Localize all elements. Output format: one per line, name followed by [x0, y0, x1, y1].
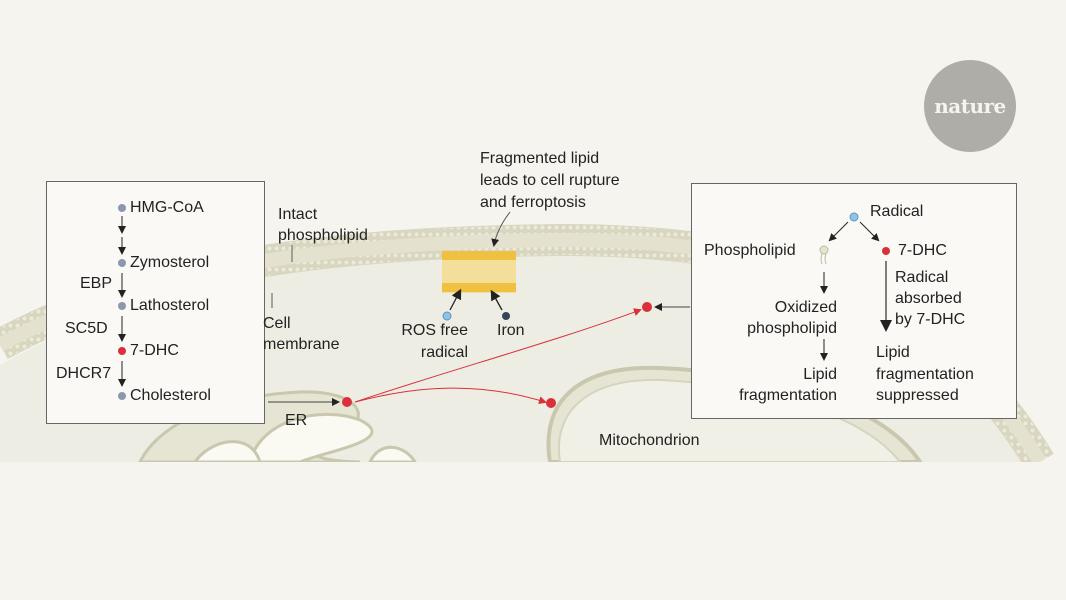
- pathway-step: HMG-CoA: [130, 199, 204, 216]
- mitochondrion-label: Mitochondrion: [599, 432, 700, 449]
- fragmented-label-3: and ferroptosis: [480, 194, 586, 211]
- ros-label-1: ROS free: [401, 322, 468, 339]
- intact-label-1: Intact: [278, 206, 318, 223]
- fragmented-lipid-patch: [442, 251, 516, 293]
- pathway-step: Lathosterol: [130, 297, 210, 314]
- oxidized-label-2: phospholipid: [747, 320, 837, 337]
- pathway-step: Cholesterol: [130, 387, 211, 404]
- pathway-arrows: [118, 204, 126, 400]
- lipid-frag-label-2: fragmentation: [739, 387, 837, 404]
- ros-label-2: radical: [420, 344, 468, 361]
- iron-label: Iron: [497, 322, 525, 339]
- phospholipid-label: Phospholipid: [704, 242, 796, 259]
- fragmented-label-2: leads to cell rupture: [480, 172, 620, 189]
- suppressed-label-2: fragmentation: [876, 366, 974, 383]
- 7dhc-mito-dot: [546, 398, 556, 408]
- er-organelle: [138, 390, 417, 462]
- absorbed-label-1: Radical: [895, 269, 949, 286]
- mechanism-arrows: [819, 212, 892, 361]
- suppressed-label-3: suppressed: [876, 387, 959, 404]
- dhc-label: 7-DHC: [898, 242, 947, 259]
- cell-membrane-label-2: membrane: [263, 336, 340, 353]
- ros-radical-icon: [442, 311, 452, 321]
- cell-membrane-label-1: Cell: [263, 315, 291, 332]
- transport-arrow-to-membrane: [354, 308, 642, 403]
- lipid-frag-label-1: Lipid: [803, 366, 837, 383]
- enzyme-label: DHCR7: [56, 365, 112, 382]
- radical-label: Radical: [870, 203, 924, 220]
- absorbed-label-2: absorbed: [895, 290, 962, 307]
- 7dhc-membrane-dot: [642, 302, 652, 312]
- 7dhc-er-dot: [342, 397, 352, 407]
- suppressed-label-1: Lipid: [876, 344, 910, 361]
- enzyme-label: EBP: [80, 275, 113, 292]
- oxidized-label-1: Oxidized: [774, 299, 837, 316]
- nature-logo: nature: [924, 60, 1016, 152]
- fragmented-label-1: Fragmented lipid: [480, 150, 600, 167]
- enzyme-label: SC5D: [65, 320, 108, 337]
- er-label: ER: [285, 412, 308, 429]
- mechanism-box: Radical Phospholipid 7-DHC Oxidized phos…: [691, 183, 1017, 419]
- intact-label-2: phospholipid: [278, 227, 368, 244]
- pathway-step: Zymosterol: [130, 254, 210, 271]
- transport-arrow-to-mitochondrion: [354, 387, 547, 405]
- pathway-box: HMG-CoA Zymosterol Lathosterol EBP 7-DHC…: [46, 181, 265, 424]
- absorbed-label-3: by 7-DHC: [895, 311, 966, 328]
- iron-icon: [502, 312, 510, 320]
- pathway-step: 7-DHC: [130, 342, 179, 359]
